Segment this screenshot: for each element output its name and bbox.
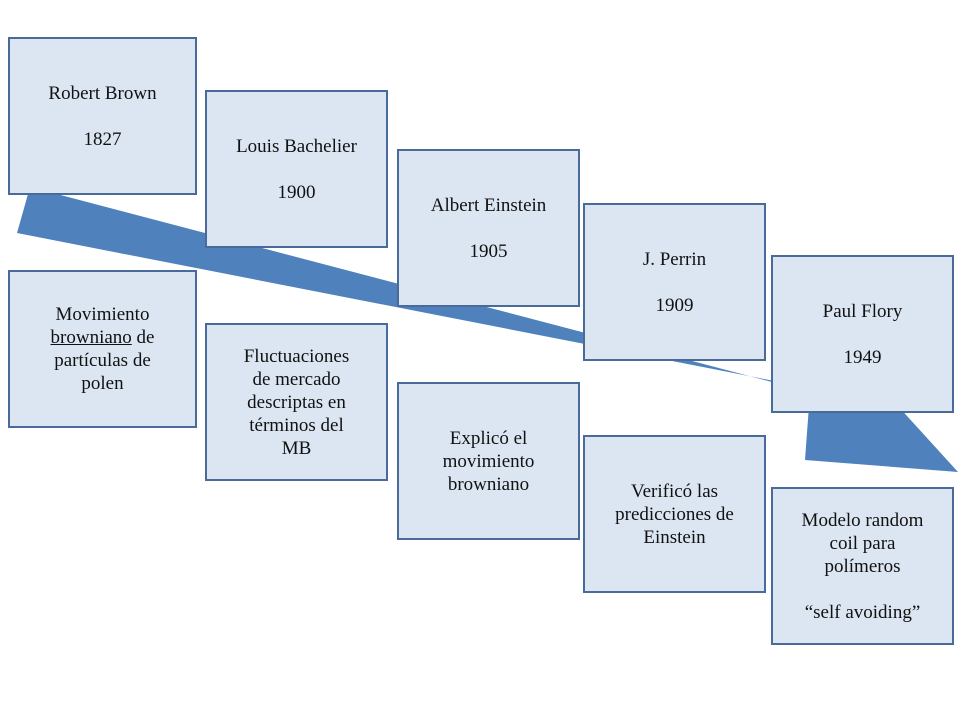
description-line-rest: de — [131, 327, 155, 348]
milestone-name: Albert Einstein — [430, 194, 547, 216]
milestone-name: J. Perrin — [642, 248, 707, 270]
milestone-year: 1900 — [277, 181, 316, 203]
description-line: términos del — [249, 414, 344, 436]
milestone-name: Paul Flory — [822, 300, 903, 322]
description-line: coil para — [829, 532, 896, 554]
description-line: de mercado — [252, 368, 341, 390]
milestone-year: 1905 — [469, 240, 508, 262]
description-line: polímeros — [824, 555, 901, 577]
milestone-name: Louis Bachelier — [236, 135, 357, 157]
milestone-brown: Robert Brown 1827 — [8, 37, 197, 195]
description-line: browniano de — [51, 326, 155, 349]
description-brown: Movimiento browniano de partículas de po… — [8, 270, 197, 428]
description-line: Movimiento — [55, 304, 150, 325]
description-perrin: Verificó las predicciones de Einstein — [583, 435, 766, 593]
description-line: browniano — [447, 473, 530, 495]
description-line: partículas de — [54, 350, 151, 371]
description-line: Verificó las — [630, 480, 719, 502]
milestone-year: 1949 — [843, 346, 882, 368]
milestone-einstein: Albert Einstein 1905 — [397, 149, 580, 307]
milestone-name: Robert Brown — [48, 82, 157, 104]
description-line: polen — [81, 373, 124, 394]
description-flory: Modelo random coil para polímeros “self … — [771, 487, 954, 645]
description-line: Einstein — [643, 526, 706, 548]
milestone-flory: Paul Flory 1949 — [771, 255, 954, 413]
description-einstein: Explicó el movimiento browniano — [397, 382, 580, 540]
milestone-year: 1909 — [655, 294, 694, 316]
description-line: MB — [281, 437, 312, 459]
description-line: movimiento — [442, 450, 535, 472]
milestone-bachelier: Louis Bachelier 1900 — [205, 90, 388, 248]
description-line: “self avoiding” — [804, 601, 921, 623]
timeline-arrow-shape — [17, 187, 958, 472]
description-line: Explicó el — [449, 427, 528, 449]
description-line: descriptas en — [247, 391, 346, 413]
underlined-term: browniano — [50, 327, 132, 348]
description-line: Modelo random — [801, 509, 924, 531]
milestone-perrin: J. Perrin 1909 — [583, 203, 766, 361]
milestone-year: 1827 — [83, 128, 122, 150]
description-line: predicciones de — [615, 503, 734, 525]
description-line: Fluctuaciones — [243, 345, 350, 367]
description-bachelier: Fluctuaciones de mercado descriptas en t… — [205, 323, 388, 481]
